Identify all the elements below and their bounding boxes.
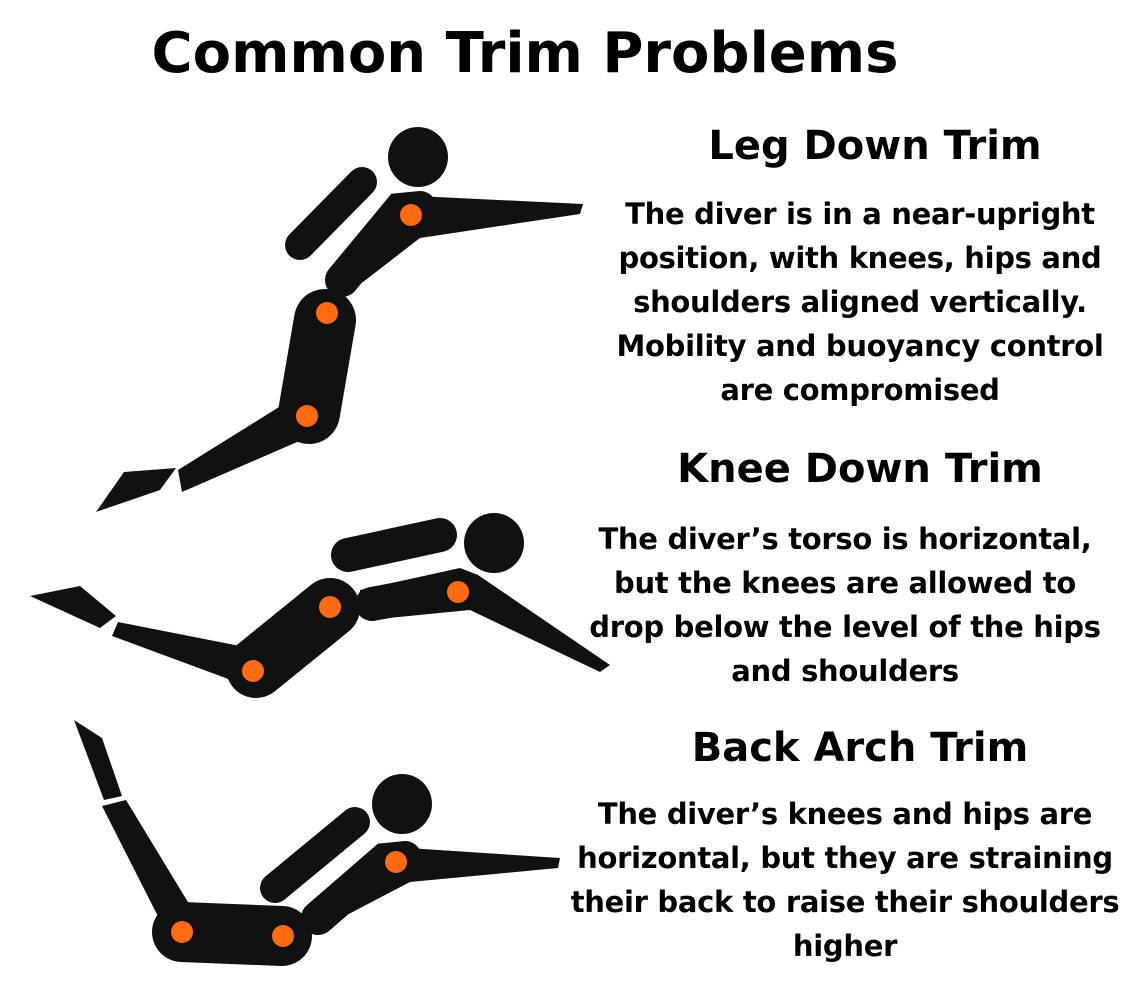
diver-fin [30,586,116,628]
joint-shoulder [385,851,407,873]
joint-hip [272,925,294,947]
joint-hip [319,596,341,618]
diver-thigh [226,578,360,698]
diver-shin [102,800,194,940]
back-arch-diver-figure [74,720,560,966]
joint-shoulder [447,581,469,603]
diver-tank [331,518,457,572]
diver-thigh [152,902,312,966]
joint-knee [171,921,193,943]
joint-shoulder [400,204,422,226]
leg-down-diver-figure [96,127,583,512]
diver-head [464,513,524,573]
diver-tank [260,807,370,903]
joint-hip [316,302,338,324]
diver-head [372,774,432,834]
diver-shin [178,394,320,492]
joint-knee [242,660,264,682]
knee-down-trim-title: Knee Down Trim [677,446,1043,492]
page-title: Common Trim Problems [151,21,899,86]
back-arch-trim-title: Back Arch Trim [691,725,1029,771]
diver-shin [112,622,258,690]
diver-head [388,127,448,187]
diver-thigh [278,289,356,444]
knee-down-diver-figure [30,513,610,698]
leg-down-trim-title: Leg Down Trim [708,123,1042,169]
joint-knee [296,405,318,427]
back-arch-trim-description: The diver’s knees and hips are horizonta… [570,797,1120,963]
diver-tank [285,167,377,260]
knee-down-trim-description: The diver’s torso is horizontal, but the… [589,522,1101,688]
diver-fin [74,720,122,800]
leg-down-trim-description: The diver is in a near-upright position,… [616,197,1104,407]
diver-torso-shoulder [355,571,475,621]
diver-fin [96,468,176,512]
